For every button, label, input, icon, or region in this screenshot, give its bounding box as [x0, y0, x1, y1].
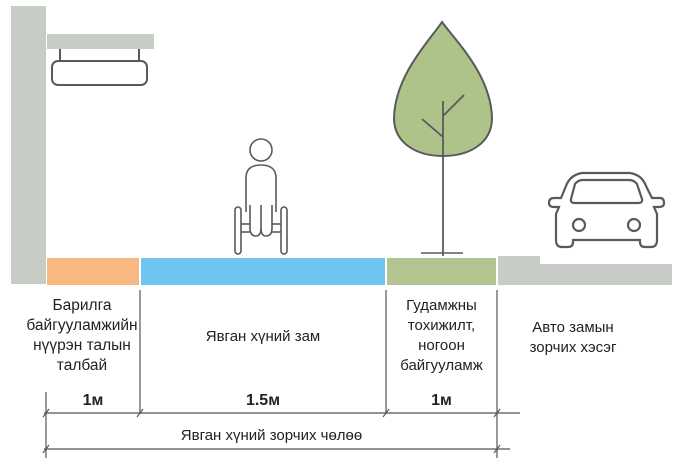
facade-zone-label: Барилга байгууламжийн нүүрэн талын талба… — [26, 297, 138, 374]
tree-icon — [392, 20, 494, 256]
building-wall — [11, 6, 46, 284]
green-zone-bar — [387, 258, 496, 285]
facade-width-label: 1м — [82, 392, 104, 409]
facade-zone-bar — [47, 258, 139, 285]
green-width-label: 1м — [431, 392, 452, 409]
zone-divider-lines — [45, 290, 498, 458]
walkway-zone-label: Явган хүний зам — [205, 328, 321, 345]
walkway-zone-bar — [141, 258, 385, 285]
wheelchair-user-icon — [234, 138, 288, 255]
walkway-width-label: 1.5м — [245, 392, 281, 409]
road-zone-label: Авто замын зорчих хэсэг — [529, 319, 617, 356]
sign-bracket — [47, 34, 154, 49]
green-zone-label: Гудамжны тохижилт, ногоон байгууламж — [400, 297, 483, 374]
road-zone-bar — [498, 256, 672, 285]
hanging-sign-icon — [51, 49, 148, 86]
dimension-lines — [42, 408, 520, 454]
car-icon — [547, 171, 666, 249]
total-dimension-label: Явган хүний зорчих чөлөө — [180, 427, 363, 444]
